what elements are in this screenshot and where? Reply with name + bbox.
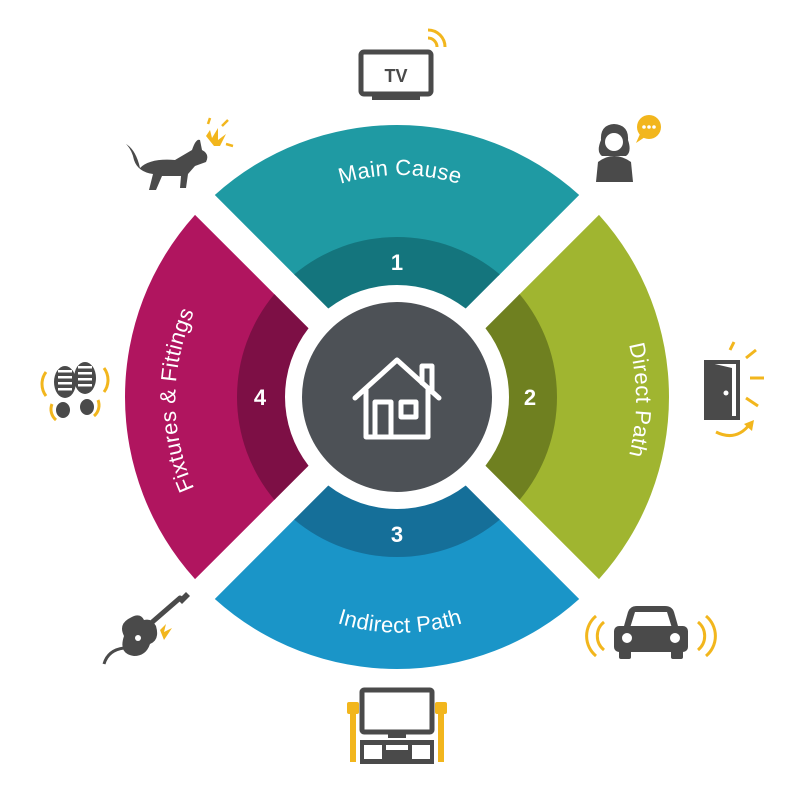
footsteps-icon	[40, 362, 110, 422]
segment-number-4: 4	[254, 385, 267, 410]
segment-inner-fixtures-fittings	[237, 294, 309, 500]
talking-person-icon	[596, 115, 661, 182]
slamming-door-icon	[704, 341, 764, 438]
center-hub	[302, 302, 492, 492]
segment-inner-indirect-path	[294, 485, 500, 557]
segment-number-2: 2	[524, 385, 536, 410]
house-icon	[352, 357, 442, 440]
segment-fixtures-fittings	[124, 214, 276, 580]
segment-inner-main-cause	[294, 237, 500, 309]
car-alarm-icon	[585, 606, 717, 659]
segment-direct-path	[518, 214, 670, 580]
tv-icon: TV	[358, 28, 447, 100]
segment-number-1: 1	[391, 250, 403, 275]
barking-dog-icon	[126, 117, 234, 190]
electric-guitar-icon	[102, 592, 190, 665]
segment-indirect-path	[214, 518, 580, 670]
segment-inner-direct-path	[485, 294, 557, 500]
tv-label: TV	[384, 66, 407, 86]
segment-number-3: 3	[391, 522, 403, 547]
segment-main-cause	[214, 124, 580, 276]
home-theater-icon	[347, 687, 447, 764]
